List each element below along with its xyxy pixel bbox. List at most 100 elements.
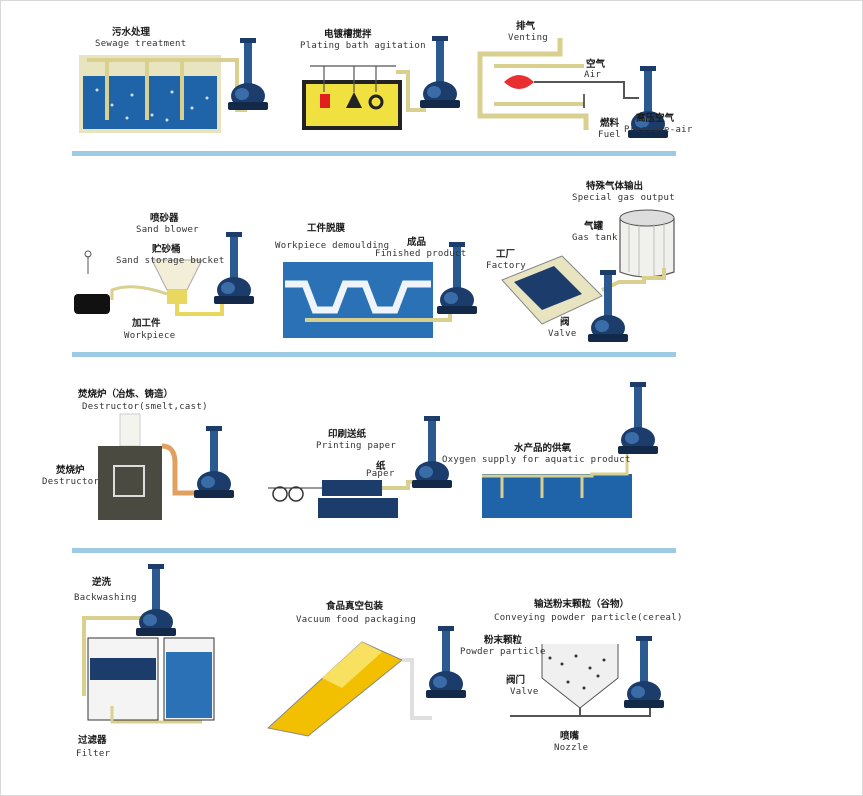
cell-sand-blowing: 喷砂器 Sand blower 贮砂桶 Sand storage bucket … [72, 212, 272, 352]
mould-gap [285, 280, 431, 314]
cell-printing-paper: 印刷送纸 Printing paper 纸 Paper [268, 416, 463, 528]
fuel-label-zh: 燃料 [600, 118, 620, 129]
demould-title-zh: 工件脱膜 [307, 223, 346, 234]
powder-title-en: Conveying powder particle(cereal) [494, 613, 683, 623]
aquatic-title-en: Oxygen supply for aquatic product [442, 455, 631, 465]
nozzle-en: Nozzle [554, 743, 589, 753]
flame [504, 75, 534, 89]
cell-plating-bath: 电镀槽搅拌 Plating bath agitation [296, 20, 476, 140]
blower-icon [194, 426, 234, 498]
sand-bucket-zh: 贮砂桶 [152, 244, 181, 255]
cell-special-gas: 特殊气体输出 Special gas output 气罐 Gas tank 工厂… [484, 181, 684, 346]
valve-zh: 阀 [560, 317, 570, 328]
paper-stack [322, 480, 382, 496]
fish-pond [482, 474, 632, 518]
venting-label-zh: 排气 [516, 21, 536, 32]
sand-blower-zh: 喷砂器 [150, 213, 179, 224]
powder-valve-zh: 阀门 [506, 675, 526, 686]
vacuum-packaging-diagram [266, 626, 466, 737]
nozzle-zh: 喷嘴 [560, 731, 580, 742]
gas-pipe [601, 268, 666, 292]
blower-icon [420, 36, 460, 108]
cell-backwashing: 逆洗 Backwashing 过滤器 Filter [72, 564, 232, 766]
valve-en: Valve [548, 329, 577, 339]
row-divider-3 [72, 548, 676, 553]
aquatic-title-zh: 水产品的供氧 [514, 443, 572, 454]
blower-icon [618, 382, 658, 454]
destructor-side-zh: 焚烧炉 [56, 465, 85, 476]
burner-diagram [477, 38, 668, 138]
cell-vacuum-packaging: 食品真空包装 Vacuum food packaging [262, 598, 472, 738]
powder-valve-en: Valve [510, 687, 539, 697]
printing-title-zh: 印刷送纸 [328, 429, 367, 440]
vacuum-title-en: Vacuum food packaging [296, 615, 417, 625]
row-divider-2 [72, 352, 676, 357]
vacuum-pipe [402, 658, 432, 720]
demould-title-en: Workpiece demoulding [275, 241, 390, 251]
finished-product-zh: 成品 [407, 237, 427, 248]
destructor-diagram [98, 413, 234, 520]
fuel-label-en: Fuel [598, 130, 621, 140]
filter-zh: 过滤器 [78, 735, 107, 746]
workpiece-en: Workpiece [124, 331, 176, 341]
filter-en: Filter [76, 749, 111, 759]
venting-label-en: Venting [508, 33, 549, 43]
burner-flue [477, 38, 589, 130]
plating-title-en: Plating bath agitation [300, 41, 426, 51]
factory-en: Factory [486, 261, 527, 271]
backwashing-diagram [82, 564, 215, 724]
sewage-water [83, 76, 217, 129]
printing-title-en: Printing paper [316, 441, 397, 451]
sewage-treatment-diagram [79, 38, 268, 133]
sewage-title-zh: 污水处理 [112, 27, 151, 38]
workpiece [74, 294, 110, 314]
blower-icon [228, 38, 268, 110]
powder-particle-zh: 粉末颗粒 [484, 635, 523, 646]
aquatic-oxygen-diagram [482, 382, 658, 518]
vacuum-title-zh: 食品真空包装 [326, 601, 384, 612]
sand-blower-en: Sand blower [136, 225, 199, 235]
backwash-pipe [82, 616, 152, 696]
roller [272, 486, 288, 502]
air-label-zh: 空气 [586, 59, 606, 70]
destructor-pipe [161, 443, 200, 496]
powder-title-zh: 输送粉末颗粒（谷物） [534, 599, 630, 610]
destructor-title-zh: 焚烧炉（冶炼、铸造） [78, 389, 174, 400]
sand-bucket-en: Sand storage bucket [116, 256, 225, 266]
printing-paper-diagram [268, 416, 452, 518]
cell-destructor: 焚烧炉（冶炼、铸造） Destructor(smelt,cast) 焚烧炉 De… [40, 388, 245, 530]
mould-block [283, 262, 433, 338]
cell-aquatic-oxygen: 水产品的供氧 Oxygen supply for aquatic product [442, 380, 672, 525]
sewage-pipe [212, 58, 247, 112]
gas-title-zh: 特殊气体输出 [586, 181, 644, 192]
powder-particle-en: Powder particle [460, 647, 546, 657]
demoulding-diagram [283, 242, 477, 338]
backwash-title-en: Backwashing [74, 593, 137, 603]
pressure-air-label-en: Pressure-air [624, 125, 693, 135]
destructor-side-en: Destructor [42, 477, 100, 487]
cell-powder-conveying: 输送粉末颗粒（谷物） Conveying powder particle(cer… [450, 598, 682, 758]
plating-title-zh: 电镀槽搅拌 [324, 29, 372, 40]
powder-hopper [541, 644, 619, 709]
sewage-title-en: Sewage treatment [95, 39, 187, 49]
cell-sewage-treatment: 污水处理 Sewage treatment [72, 20, 282, 140]
plating-bath-diagram [302, 36, 460, 130]
row-divider-1 [72, 151, 676, 156]
backwash-title-zh: 逆洗 [92, 577, 112, 588]
gas-tank-zh: 气罐 [584, 221, 604, 232]
plating-pipe [396, 70, 426, 112]
finished-product-en: Finished product [375, 249, 467, 259]
gas-title-en: Special gas output [572, 193, 675, 203]
food-package [266, 641, 403, 737]
sand-pipe [175, 294, 224, 316]
sand-blowing-diagram [74, 232, 254, 316]
paper-zh: 纸 [376, 461, 386, 472]
paper-en: Paper [366, 469, 395, 479]
gas-tank-en: Gas tank [572, 233, 618, 243]
powder-conveying-diagram [510, 636, 664, 717]
aquatic-pipe [482, 452, 629, 478]
factory-zh: 工厂 [496, 249, 516, 260]
pressure-air-label-zh: 高压空气 [636, 113, 675, 124]
workpiece-zh: 加工件 [132, 318, 161, 329]
blower-icon [624, 636, 664, 708]
